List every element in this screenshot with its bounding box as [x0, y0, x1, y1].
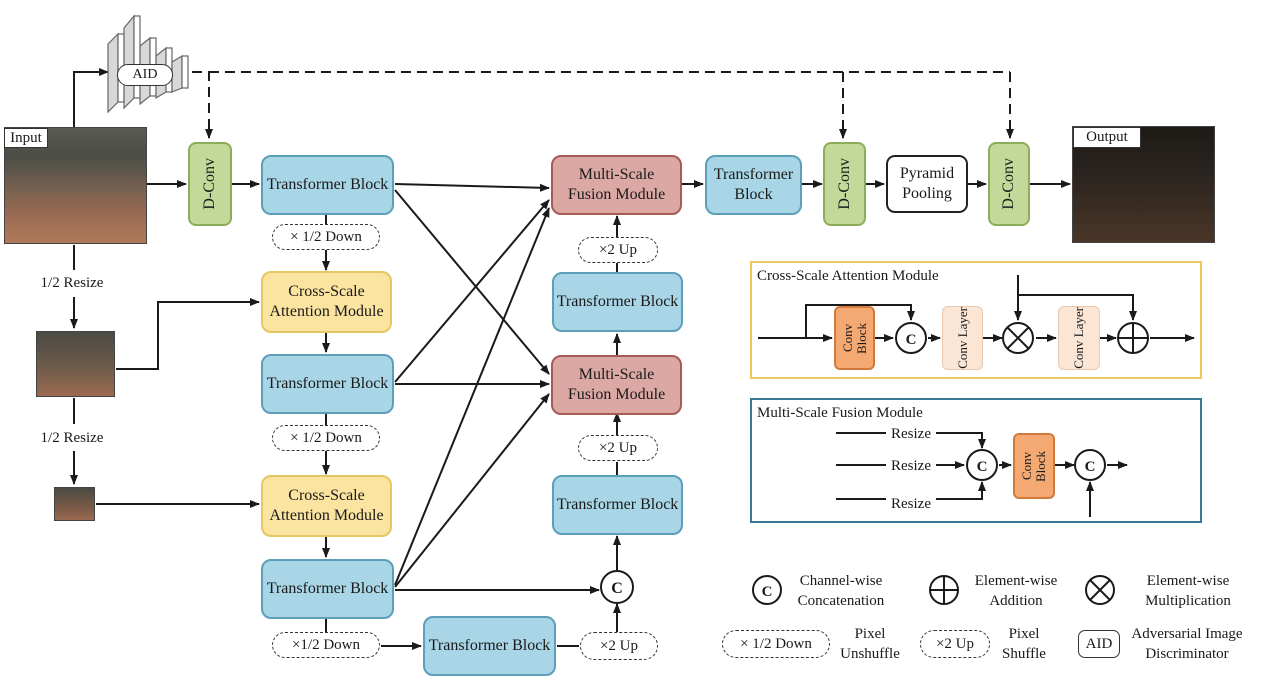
csa-conv-layer-2-label: Conv Layer: [1071, 307, 1086, 369]
tb1-to-msf2-arrow: [394, 189, 550, 375]
concat-circle-label: C: [611, 580, 623, 597]
msf-resize-1: Resize: [886, 424, 936, 444]
resize-label-2: 1/2 Resize: [24, 427, 120, 449]
transformer-block-3: Transformer Block: [261, 559, 394, 619]
aid-label: AID: [117, 64, 173, 86]
legend-aid-box: AID: [1078, 630, 1120, 658]
transformer-block-right-1: Transformer Block: [552, 272, 683, 332]
msf-conv-block-label: Conv Block: [1019, 450, 1048, 482]
cross-scale-attention-2: Cross-Scale Attention Module: [261, 475, 392, 537]
msf-conv-block: Conv Block: [1013, 433, 1055, 499]
msf-concat-circle-1: [966, 449, 998, 481]
legend-up-box: ×2 Up: [920, 630, 990, 658]
msf-resize-2: Resize: [886, 456, 936, 476]
csa-concat-label: C: [906, 332, 917, 348]
legend-concat-symbol: [752, 575, 782, 605]
transformer-block-bottom: Transformer Block: [423, 616, 556, 676]
resize-label-1: 1/2 Resize: [24, 272, 120, 294]
csa-conv-layer-1: Conv Layer: [942, 306, 983, 370]
legend-down-box: × 1/2 Down: [722, 630, 830, 658]
img2-to-csa1-arrow: [116, 298, 260, 370]
csa-conv-layer-1-label: Conv Layer: [954, 307, 970, 369]
dconv-2-label: D-Conv: [835, 158, 853, 210]
legend-unshuffle-text: Pixel Unshuffle: [840, 626, 900, 662]
msf-resize-3: Resize: [886, 494, 936, 514]
multi-scale-fusion-1: Multi-Scale Fusion Module: [551, 155, 682, 215]
tb3-to-msf2-arrow: [394, 393, 550, 588]
dconv-1-label: D-Conv: [201, 158, 218, 210]
csa-conv-layer-2: Conv Layer: [1058, 306, 1100, 370]
dconv-3-label: D-Conv: [1000, 158, 1017, 210]
csa-mult-circle: [1002, 322, 1034, 354]
up-2: ×2 Up: [578, 435, 658, 461]
down-3: ×1/2 Down: [272, 632, 380, 658]
legend-shuffle-text: Pixel Shuffle: [1002, 626, 1046, 662]
msf-concat-circle-2: [1074, 449, 1106, 481]
legend-add-symbol: [929, 575, 959, 605]
transformer-block-top: Transformer Block: [705, 155, 802, 215]
legend-aid-text: Adversarial Image Discriminator: [1131, 626, 1243, 662]
input-to-aid-arrow: [73, 68, 109, 127]
csa-panel-title: Cross-Scale Attention Module: [757, 267, 939, 284]
quarter-scale-image: [54, 487, 95, 521]
tb3-to-msf1-arrow: [394, 207, 550, 586]
down-2: × 1/2 Down: [272, 425, 380, 451]
input-label: Input: [4, 128, 48, 148]
transformer-block-right-2: Transformer Block: [552, 475, 683, 535]
csa-conv-block-label: Conv Block: [839, 322, 869, 354]
legend-add-text: Element-wise Addition: [974, 573, 1058, 609]
tb1-to-msf1-arrow: [394, 183, 550, 192]
msf-concat-label-2: C: [1085, 459, 1096, 475]
up-1: ×2 Up: [578, 237, 658, 263]
aid-to-dconv1-dashed: [192, 71, 213, 139]
msf-panel-title: Multi-Scale Fusion Module: [757, 404, 923, 421]
msf-concat-label-1: C: [977, 459, 988, 475]
half-scale-image: [36, 331, 115, 397]
legend-mult-text: Element-wise Multiplication: [1145, 573, 1231, 609]
legend-concat-symbol-label: C: [762, 584, 773, 600]
output-label: Output: [1073, 127, 1141, 148]
dconv-2: D-Conv: [823, 142, 866, 226]
multi-scale-fusion-2: Multi-Scale Fusion Module: [551, 355, 682, 415]
concat-circle: [600, 570, 634, 604]
csa-concat-circle: [895, 322, 927, 354]
down-1: × 1/2 Down: [272, 224, 380, 250]
dconv-1: D-Conv: [188, 142, 232, 226]
cross-scale-attention-1: Cross-Scale Attention Module: [261, 271, 392, 333]
msf-panel: [750, 398, 1202, 523]
legend-mult-symbol: [1085, 575, 1115, 605]
up-3: ×2 Up: [580, 632, 658, 660]
tb2-to-msf1-arrow: [394, 199, 550, 383]
csa-add-circle: [1117, 322, 1149, 354]
transformer-block-2: Transformer Block: [261, 354, 394, 414]
csa-panel: [750, 261, 1202, 379]
csa-conv-block: Conv Block: [834, 306, 875, 370]
transformer-block-1: Transformer Block: [261, 155, 394, 215]
pyramid-pooling: Pyramid Pooling: [886, 155, 968, 213]
dconv-3: D-Conv: [988, 142, 1030, 226]
legend-concat-text: Channel-wise Concatenation: [797, 573, 885, 609]
